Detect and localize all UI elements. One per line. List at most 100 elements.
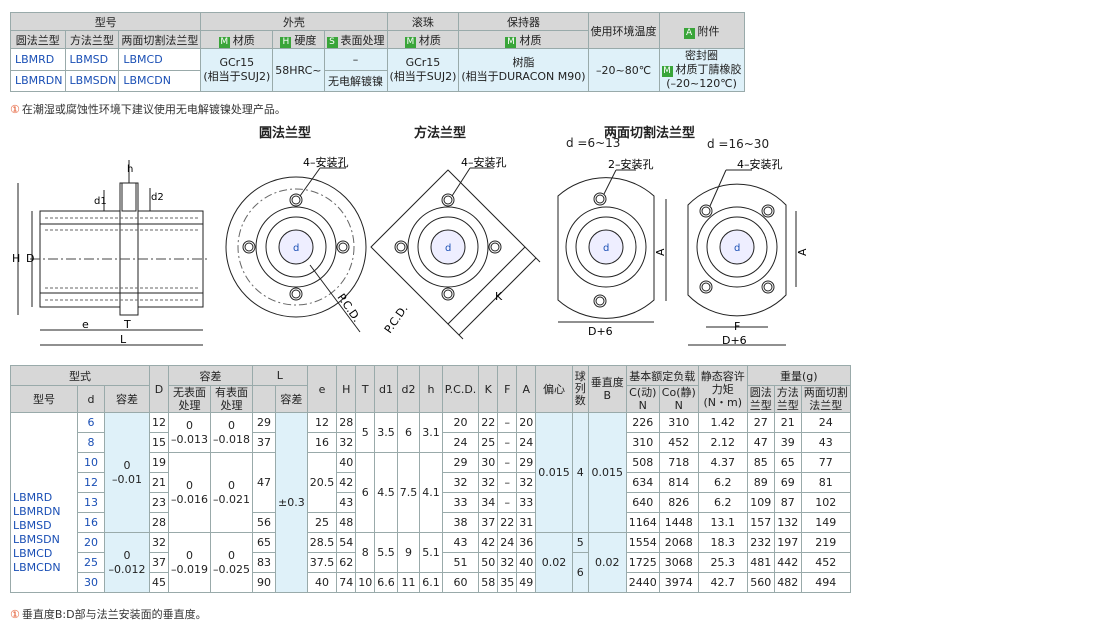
title-cut: 两面切割法兰型 — [604, 126, 696, 141]
d-tol-b: 0 –0.012 — [104, 532, 150, 593]
balls-c: 6 — [571, 552, 589, 593]
table-row: 25 37 83 37.5 62 51 50 32 40 6 1725 3068… — [11, 552, 851, 593]
round-flange-outer — [225, 176, 367, 318]
title-round: 圆法兰型 — [259, 126, 312, 141]
h-model: 型号 — [9, 12, 202, 31]
dh-C: C(动) N — [625, 385, 660, 413]
dh-F: F — [497, 365, 518, 413]
dh-tol: 容差 — [104, 385, 150, 413]
dh-K: K — [478, 365, 499, 413]
h-temp: 使用环境温度 — [587, 12, 660, 49]
technical-drawing: H D h d1 d2 e T L d 4–安装孔 P.C.D. d 4–安装孔… — [12, 155, 809, 347]
h-retainer: 保持器 — [458, 12, 589, 31]
lbl-h: h — [127, 164, 133, 175]
cut-a-lbl-D6: D+6 — [588, 325, 613, 338]
dh-w-cut: 两面切割 法兰型 — [800, 385, 851, 413]
lbl-L: L — [120, 333, 127, 346]
table-row: 20 0 –0.012 32 0 –0.019 0 –0.025 65 28.5… — [11, 532, 851, 593]
cut-a-lbl-holes: 2–安装孔 — [608, 157, 654, 171]
dh-type: 型式 — [10, 365, 150, 386]
dh-d2: d2 — [396, 365, 421, 413]
lbl-H: H — [12, 252, 20, 265]
ecc-b: 0.02 — [535, 532, 573, 593]
side-hole — [121, 182, 137, 212]
dh-load: 基本额定负载 — [625, 365, 699, 386]
lbl-T: T — [123, 318, 131, 331]
surface-2: 无电解镀镍 — [323, 69, 388, 92]
cut-a-lbl-A: A — [654, 248, 667, 256]
perp-a: 0.015 — [587, 412, 627, 533]
model-r2-cut: LBMCDN — [118, 69, 202, 92]
round-lbl-pcd: P.C.D. — [335, 291, 364, 324]
d-value: 6 — [77, 412, 105, 433]
acc-tag: A — [683, 27, 695, 39]
h-shell: 外壳 — [200, 12, 388, 31]
D-tol-a-plated: 0 –0.018 — [210, 412, 253, 453]
dh-H: H — [336, 365, 357, 413]
L-tol: ±0.3 — [275, 412, 308, 593]
table-row: 12 21 42 32 32 – 32 634 814 6.2 89 69 81 — [11, 472, 851, 493]
perp-b: 0.02 — [587, 532, 627, 593]
round-lbl-holes: 4–安装孔 — [303, 155, 349, 169]
D-tol-c-plated: 0 –0.025 — [210, 532, 253, 593]
square-lbl-holes: 4–安装孔 — [461, 155, 507, 169]
dh-ecc: 偏心 — [535, 365, 573, 413]
square-lbl-d: d — [445, 243, 451, 254]
model-r1-square: LBMSD — [64, 48, 120, 71]
title-square: 方法兰型 — [414, 126, 467, 141]
dh-balls: 球 列 数 — [571, 365, 589, 413]
surface-1: – — [323, 48, 388, 71]
lbl-d2: d2 — [151, 192, 164, 203]
cut-a-lbl-d: d — [603, 243, 609, 254]
D-tol-a-plain: 0 –0.013 — [168, 412, 211, 453]
dh-model: 型号 — [10, 385, 78, 413]
ecc-a: 0.015 — [535, 412, 573, 533]
ball-material: GCr15 (相当于SUJ2) — [386, 48, 460, 92]
lbl-D: D — [26, 252, 34, 265]
lbl-e: e — [82, 318, 89, 331]
dh-Ltol: 容差 — [275, 385, 308, 413]
model-list: LBMRD LBMRDN LBMSD LBMSDN LBMCD LBMCDN — [10, 412, 78, 593]
cut-b-lbl-A: A — [796, 248, 809, 256]
title-cut-range-a: d =6~13 — [566, 136, 621, 150]
dh-plain: 无表面 处理 — [168, 385, 211, 413]
dh-d: d — [77, 385, 105, 413]
h-round: 圆法兰型 — [10, 30, 66, 49]
shell-material: GCr15 (相当于SUJ2) — [200, 48, 274, 92]
dh-C0: Co(静) N — [658, 385, 699, 413]
dh-A: A — [516, 365, 537, 413]
D-tol-c-plain: 0 –0.019 — [168, 532, 211, 593]
table-row: LBMRD LBMRDN LBMSD LBMSDN LBMCD LBMCDN 6… — [10, 412, 851, 593]
D-tol-b-plated: 0 –0.021 — [210, 452, 253, 533]
lbl-d1: d1 — [94, 196, 107, 207]
dh-L: L — [252, 365, 308, 386]
dh-w-round: 圆法 兰型 — [746, 385, 775, 413]
dimension-table: 型式 D 容差 L e H T d1 d2 h P.C.D. K F A 偏心 … — [10, 365, 851, 593]
model-r2-square: LBMSDN — [64, 69, 120, 92]
cut-b-lbl-holes: 4–安装孔 — [737, 157, 783, 171]
h-ball: 滚珠 — [386, 12, 460, 31]
cut-b-lbl-F: F — [734, 320, 740, 333]
dh-h: h — [419, 365, 443, 413]
dh-pcd: P.C.D. — [441, 365, 480, 413]
dh-L-val — [252, 385, 276, 413]
d-tol-a: 0 –0.01 — [104, 412, 150, 533]
dh-plated: 有表面 处理 — [210, 385, 253, 413]
dh-weight: 重量(g) — [746, 365, 851, 386]
model-r1-cut: LBMCD — [118, 48, 202, 71]
h-cut: 两面切割法兰型 — [118, 30, 202, 49]
balls-b: 5 — [571, 532, 589, 553]
h-square: 方法兰型 — [64, 30, 120, 49]
dh-d1: d1 — [374, 365, 398, 413]
dh-tol2: 容差 — [168, 365, 253, 386]
retainer-material: 树脂 (相当于DURACON M90) — [458, 48, 589, 92]
cut-flange-a-outer — [557, 177, 655, 319]
